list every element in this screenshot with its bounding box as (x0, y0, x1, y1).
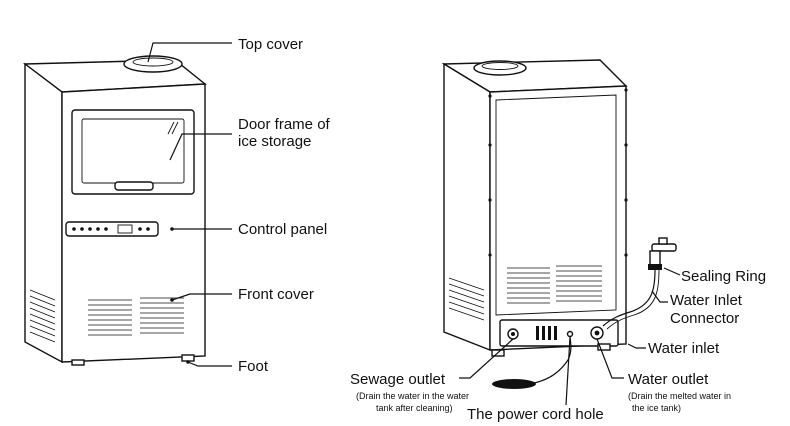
label-sewage-outlet: Sewage outlet (350, 371, 446, 388)
note-water-outlet-line2: the ice tank) (632, 403, 681, 413)
label-water-inlet: Water inlet (648, 340, 720, 357)
rear-leader-lines (459, 267, 681, 406)
power-cord-plug (492, 379, 536, 389)
control-panel-strip (65, 221, 159, 237)
front-leader-lines (147, 42, 232, 367)
label-foot: Foot (238, 358, 269, 375)
label-water-inlet-connector-line2: Connector (670, 310, 739, 327)
note-sewage-line2: tank after cleaning) (376, 403, 453, 413)
label-control-panel: Control panel (238, 221, 327, 238)
faucet-icon (648, 237, 677, 270)
foot-right (181, 354, 195, 362)
label-door-frame-line1: Door frame of (238, 116, 331, 133)
foot-left (71, 359, 85, 366)
power-cord-hole (566, 330, 574, 338)
top-cover-disc (123, 55, 183, 73)
note-sewage-line1: (Drain the water in the water (356, 391, 469, 401)
rear-machine-illustration (441, 59, 628, 389)
label-top-cover: Top cover (238, 36, 303, 53)
note-water-outlet-line1: (Drain the melted water in (628, 391, 731, 401)
label-power-cord-hole: The power cord hole (467, 406, 604, 423)
label-water-inlet-connector-line1: Water Inlet (670, 292, 743, 309)
power-cord (533, 336, 572, 384)
label-sealing-ring: Sealing Ring (681, 268, 766, 285)
label-front-cover: Front cover (238, 286, 314, 303)
hose (602, 269, 656, 327)
label-door-frame-line2: ice storage (238, 133, 311, 150)
label-water-outlet: Water outlet (628, 371, 709, 388)
front-machine-illustration (22, 55, 207, 366)
door-frame (71, 109, 195, 195)
